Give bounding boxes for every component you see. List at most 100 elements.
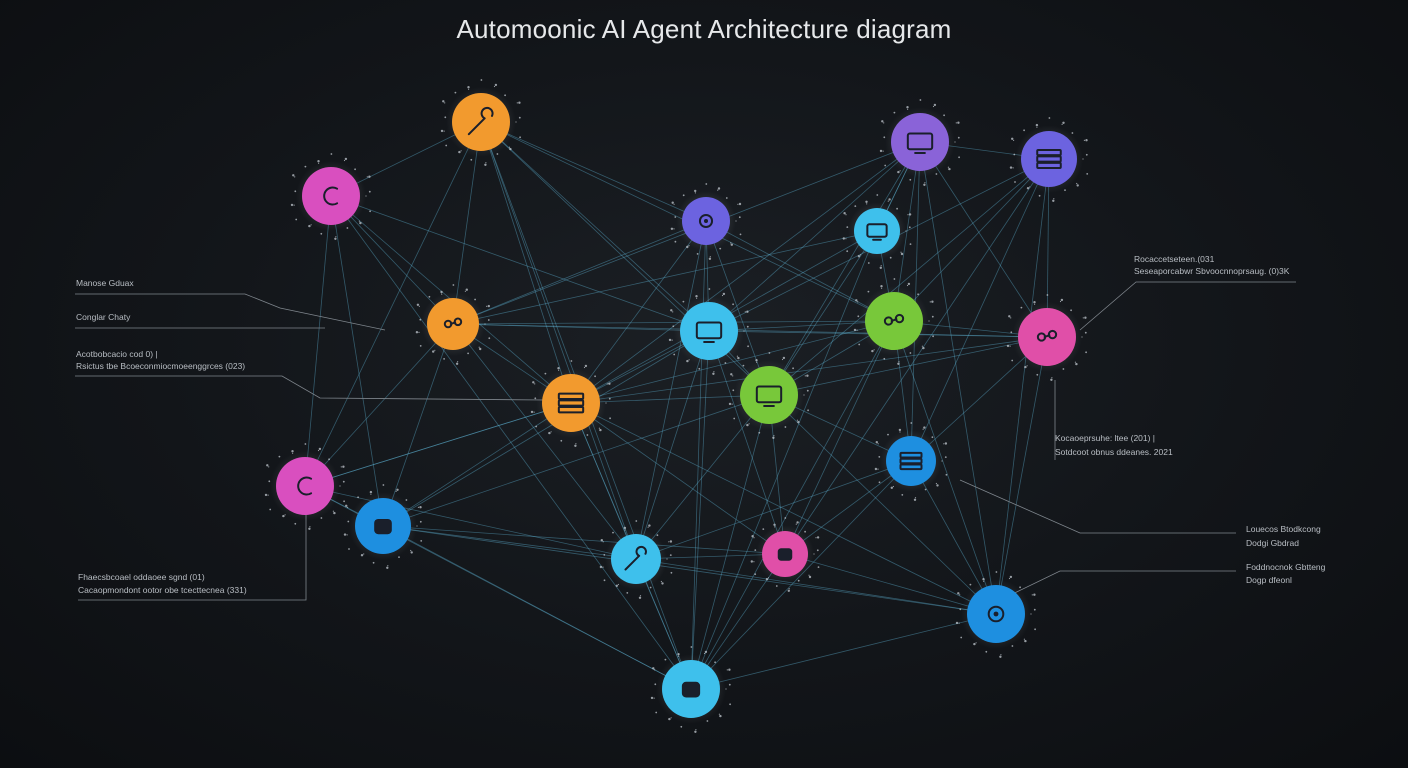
node-spark-dot — [879, 149, 883, 153]
node-spark-dot — [730, 242, 732, 244]
node-spark-dot — [670, 227, 674, 230]
node-n8[interactable] — [668, 288, 749, 375]
node-spark-dot — [879, 266, 882, 269]
node-spark-dot — [332, 510, 334, 512]
node-circle[interactable] — [542, 374, 600, 432]
node-n1[interactable] — [440, 79, 521, 166]
annotation-leaders — [75, 281, 1296, 601]
node-n16[interactable] — [599, 520, 673, 599]
node-n6[interactable] — [842, 194, 912, 269]
node-spark-dot — [660, 580, 663, 583]
node-n13[interactable] — [874, 422, 948, 501]
node-n2[interactable] — [290, 153, 371, 240]
node-spark-dot — [1011, 137, 1014, 140]
node-n17[interactable] — [750, 517, 820, 592]
node-n4[interactable] — [1009, 117, 1089, 202]
node-circle[interactable] — [891, 113, 949, 171]
edge-n6-n7 — [452, 230, 878, 325]
node-circle[interactable] — [680, 302, 738, 360]
node-n19[interactable] — [650, 646, 731, 733]
node-spark-dot — [1000, 654, 1002, 656]
grid-text-icon-part — [899, 463, 923, 471]
node-spark-dot — [674, 216, 677, 218]
node-spark-dot — [454, 91, 457, 94]
node-circle[interactable] — [854, 208, 900, 254]
node-spark-dot — [357, 496, 359, 499]
node-spark-dot — [346, 227, 349, 229]
node-spark-dot — [948, 167, 951, 171]
node-spark-dot — [717, 187, 721, 190]
node-spark-dot — [893, 278, 896, 280]
node-spark-dot — [647, 526, 649, 528]
node-spark-dot — [721, 294, 724, 297]
node-spark-dot — [1076, 182, 1078, 185]
node-spark-dot — [487, 304, 490, 308]
node-n18[interactable] — [955, 571, 1036, 658]
node-spark-dot — [623, 526, 627, 530]
node-n7[interactable] — [415, 284, 491, 365]
node-spark-dot — [730, 243, 733, 246]
hook-icon-part — [323, 186, 339, 206]
node-spark-dot — [888, 198, 891, 201]
node-spark-dot — [668, 717, 671, 721]
node-circle[interactable] — [276, 457, 334, 515]
node-spark-dot — [415, 331, 419, 334]
node-spark-dot — [455, 362, 459, 365]
node-spark-dot — [686, 359, 689, 363]
node-circle[interactable] — [740, 366, 798, 424]
monitor-icon — [906, 132, 934, 154]
node-spark-dot — [655, 711, 658, 714]
node-spark-dot — [898, 361, 900, 363]
node-spark-dot — [557, 367, 560, 370]
node-spark-dot — [931, 300, 934, 303]
node-spark-dot — [318, 447, 322, 451]
edge-n8-n15 — [382, 330, 710, 527]
node-spark-dot — [909, 352, 912, 354]
node-spark-dot — [909, 178, 912, 181]
leader-right-4 — [999, 570, 1236, 601]
node-n5[interactable] — [670, 183, 742, 260]
node-n10[interactable] — [1006, 294, 1087, 381]
node-spark-dot — [781, 358, 784, 361]
edge-n12-n16 — [635, 394, 770, 560]
node-spark-dot — [458, 150, 461, 154]
node-n12[interactable] — [728, 352, 809, 439]
node-spark-dot — [999, 655, 1002, 658]
node-circle[interactable] — [886, 436, 936, 486]
node-circle[interactable] — [302, 167, 360, 225]
node-spark-dot — [728, 668, 731, 671]
node-spark-dot — [609, 417, 611, 420]
node-spark-dot — [871, 349, 874, 353]
node-circle[interactable] — [1021, 131, 1077, 187]
edge-n12-n19 — [690, 394, 770, 690]
node-spark-dot — [754, 549, 757, 551]
node-spark-dot — [906, 284, 909, 287]
node-spark-dot — [606, 383, 608, 385]
edge-n3-n12 — [768, 141, 921, 396]
node-spark-dot — [877, 443, 879, 445]
node-spark-dot — [674, 240, 677, 243]
node-spark-dot — [292, 174, 295, 177]
edge-n1-n5 — [480, 121, 707, 222]
node-n15[interactable] — [343, 484, 423, 569]
node-spark-dot — [417, 506, 419, 508]
node-spark-dot — [335, 236, 337, 238]
node-spark-dot — [418, 331, 420, 333]
node-spark-dot — [957, 136, 960, 139]
node-spark-dot — [1035, 123, 1039, 127]
node-n9[interactable] — [853, 278, 934, 365]
node-n3[interactable] — [879, 99, 960, 186]
node-n14[interactable] — [264, 443, 345, 530]
node-spark-dot — [673, 228, 675, 230]
database-icon-part — [557, 399, 585, 407]
node-spark-dot — [1024, 639, 1027, 643]
node-spark-dot — [944, 456, 947, 458]
node-spark-dot — [639, 595, 642, 597]
node-spark-dot — [653, 697, 655, 699]
node-n11[interactable] — [530, 360, 611, 447]
node-spark-dot — [669, 540, 673, 543]
node-spark-dot — [919, 99, 922, 101]
node-spark-dot — [816, 549, 819, 552]
label-right-2b: Sotdcoot obnus ddeanes. 2021 — [1055, 447, 1173, 457]
node-spark-dot — [1031, 594, 1033, 596]
